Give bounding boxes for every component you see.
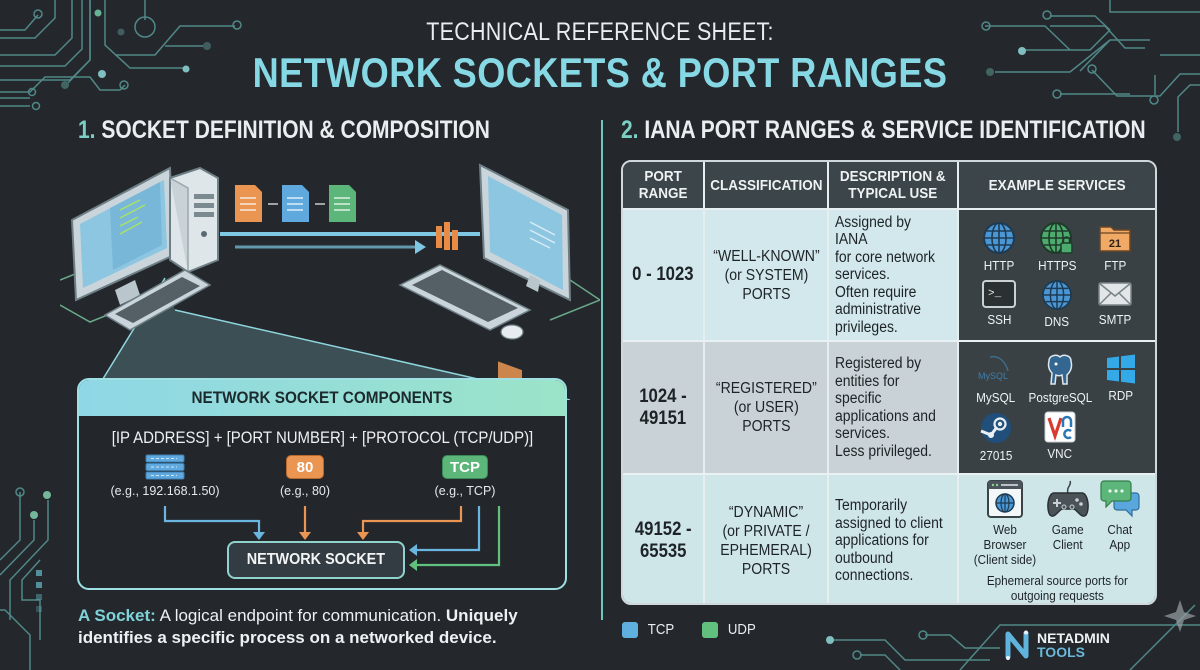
page-subtitle: TECHNICAL REFERENCE SHEET:	[426, 18, 774, 46]
protocol-badge: TCP	[442, 455, 488, 479]
section-1-title: SOCKET DEFINITION & COMPOSITION	[101, 116, 490, 144]
section-1-heading: 1. SOCKET DEFINITION & COMPOSITION	[78, 116, 490, 145]
service-dns: DNS	[1028, 279, 1086, 329]
gamepad-icon	[1047, 480, 1089, 517]
table-row-dynamic: 49152 - 65535 “DYNAMIC” (or PRIVATE / EP…	[623, 475, 1155, 603]
socket-components-title: NETWORK SOCKET COMPONENTS	[79, 380, 565, 416]
service-web-browser: Web Browser (Client side)	[969, 479, 1041, 567]
service-steam: 27015	[970, 411, 1022, 463]
legend-tcp: TCP	[622, 621, 676, 638]
socket-definition-caption: A Socket: A logical endpoint for communi…	[78, 605, 578, 649]
services-cell: HTTP HTTPS 21 FTP >_ SSH DNS	[959, 210, 1155, 340]
service-http: HTTP	[970, 221, 1028, 273]
protocol-arrow-green	[417, 506, 501, 567]
steam-icon	[980, 412, 1011, 443]
service-chat-app: Chat App	[1095, 479, 1145, 567]
port-range-cell: 49152 - 65535	[623, 475, 705, 603]
protocol-legend: TCP UDP	[622, 621, 772, 638]
protocol-arrow-blue	[417, 506, 481, 552]
logo-n-icon	[1005, 630, 1029, 660]
mysql-icon: MySQL	[978, 355, 1009, 381]
service-game-client: Game Client	[1041, 479, 1095, 567]
port-badge: 80	[286, 455, 324, 479]
svg-text:MySQL: MySQL	[978, 371, 1008, 381]
network-socket-result: NETWORK SOCKET	[227, 541, 405, 579]
secure-globe-icon	[1040, 222, 1073, 254]
svg-text:21: 21	[1109, 238, 1121, 250]
globe-icon	[983, 222, 1015, 254]
logo-line-1: NETADMIN	[1037, 630, 1110, 646]
port-range-cell: 1024 - 49151	[623, 342, 705, 473]
windows-icon	[1107, 354, 1135, 383]
service-ftp: 21 FTP	[1086, 221, 1144, 273]
service-rdp: RDP	[1098, 353, 1144, 405]
svg-text:>_: >_	[988, 288, 1002, 300]
port-example: (e.g., 80)	[279, 484, 331, 498]
section-divider	[601, 120, 603, 620]
protocol-arrow-orange	[361, 506, 463, 532]
socket-formula: [IP ADDRESS] + [PORT NUMBER] + [PROTOCOL…	[111, 428, 533, 447]
legend-udp: UDP	[702, 621, 758, 638]
service-postgresql: PostgreSQL	[1022, 353, 1098, 405]
description-cell: Temporarily assigned to client applicati…	[829, 475, 959, 603]
section-1-number: 1.	[78, 116, 96, 144]
header-example-services: EXAMPLE SERVICES	[988, 176, 1126, 194]
udp-swatch	[702, 621, 718, 638]
logo-line-2: TOOLS	[1037, 644, 1085, 660]
postgresql-elephant-icon	[1047, 354, 1073, 385]
services-cell: Web Browser (Client side) Game Client Ch…	[959, 475, 1155, 603]
caption-lead: A Socket:	[78, 606, 156, 625]
section-2-number: 2.	[621, 116, 639, 144]
classification-cell: “REGISTERED” (or USER) PORTS	[705, 342, 829, 473]
table-row-well-known: 0 - 1023 “WELL-KNOWN” (or SYSTEM) PORTS …	[623, 210, 1155, 342]
caption-body: A logical endpoint for communication.	[155, 606, 446, 625]
terminal-icon: >_	[982, 280, 1016, 308]
description-cell: Registered by entities for specific appl…	[829, 342, 959, 473]
network-devices-illustration	[60, 163, 600, 400]
service-https: HTTPS	[1028, 221, 1086, 273]
ip-example: (e.g., 192.168.1.50)	[110, 484, 220, 498]
caption-emphasis: Uniquely identifies a specific process o…	[78, 606, 518, 647]
section-2-title: IANA PORT RANGES & SERVICE IDENTIFICATIO…	[644, 116, 1146, 144]
folder-icon: 21	[1099, 226, 1131, 252]
globe-icon	[1041, 279, 1073, 311]
port-range-cell: 0 - 1023	[623, 210, 705, 340]
description-cell: Assigned by IANA for core network servic…	[829, 210, 959, 340]
service-mysql: MySQL MySQL	[970, 353, 1022, 405]
port-ranges-table: PORT RANGE CLASSIFICATION DESCRIPTION & …	[621, 160, 1157, 605]
chat-bubbles-icon	[1100, 480, 1140, 518]
section-2-heading: 2. IANA PORT RANGES & SERVICE IDENTIFICA…	[621, 116, 1146, 145]
ip-arrow	[163, 506, 261, 532]
table-row-registered: 1024 - 49151 “REGISTERED” (or USER) PORT…	[623, 342, 1155, 475]
ip-server-icon	[145, 454, 185, 480]
classification-cell: “DYNAMIC” (or PRIVATE / EPHEMERAL) PORTS	[705, 475, 829, 603]
header-description: DESCRIPTION & TYPICAL USE	[829, 162, 959, 208]
socket-components-panel: NETWORK SOCKET COMPONENTS [IP ADDRESS] +…	[77, 378, 567, 590]
service-ssh: >_ SSH	[970, 279, 1028, 329]
page-title: NETWORK SOCKETS & PORT RANGES	[252, 49, 948, 96]
table-header-row: PORT RANGE CLASSIFICATION DESCRIPTION & …	[623, 162, 1155, 210]
classification-cell: “WELL-KNOWN” (or SYSTEM) PORTS	[705, 210, 829, 340]
header-port-range: PORT RANGE	[623, 162, 705, 208]
left-computer-icon	[70, 166, 219, 331]
header-classification: CLASSIFICATION	[705, 162, 829, 208]
services-cell: MySQL MySQL PostgreSQL RDP 27015 V	[959, 342, 1155, 473]
tcp-swatch	[622, 621, 638, 638]
ephemeral-note: Ephemeral source ports for outgoing requ…	[986, 573, 1128, 603]
data-packets-icon	[235, 185, 356, 222]
netadmin-tools-logo: NETADMIN TOOLS	[1005, 630, 1110, 660]
web-browser-icon	[987, 480, 1023, 518]
vnc-icon	[1044, 411, 1076, 442]
service-vnc: VNC	[1022, 411, 1098, 463]
right-computer-icon	[398, 163, 572, 399]
protocol-example: (e.g., TCP)	[434, 484, 496, 498]
connector-icon	[436, 222, 458, 250]
envelope-icon	[1098, 282, 1132, 306]
service-smtp: SMTP	[1086, 279, 1144, 329]
